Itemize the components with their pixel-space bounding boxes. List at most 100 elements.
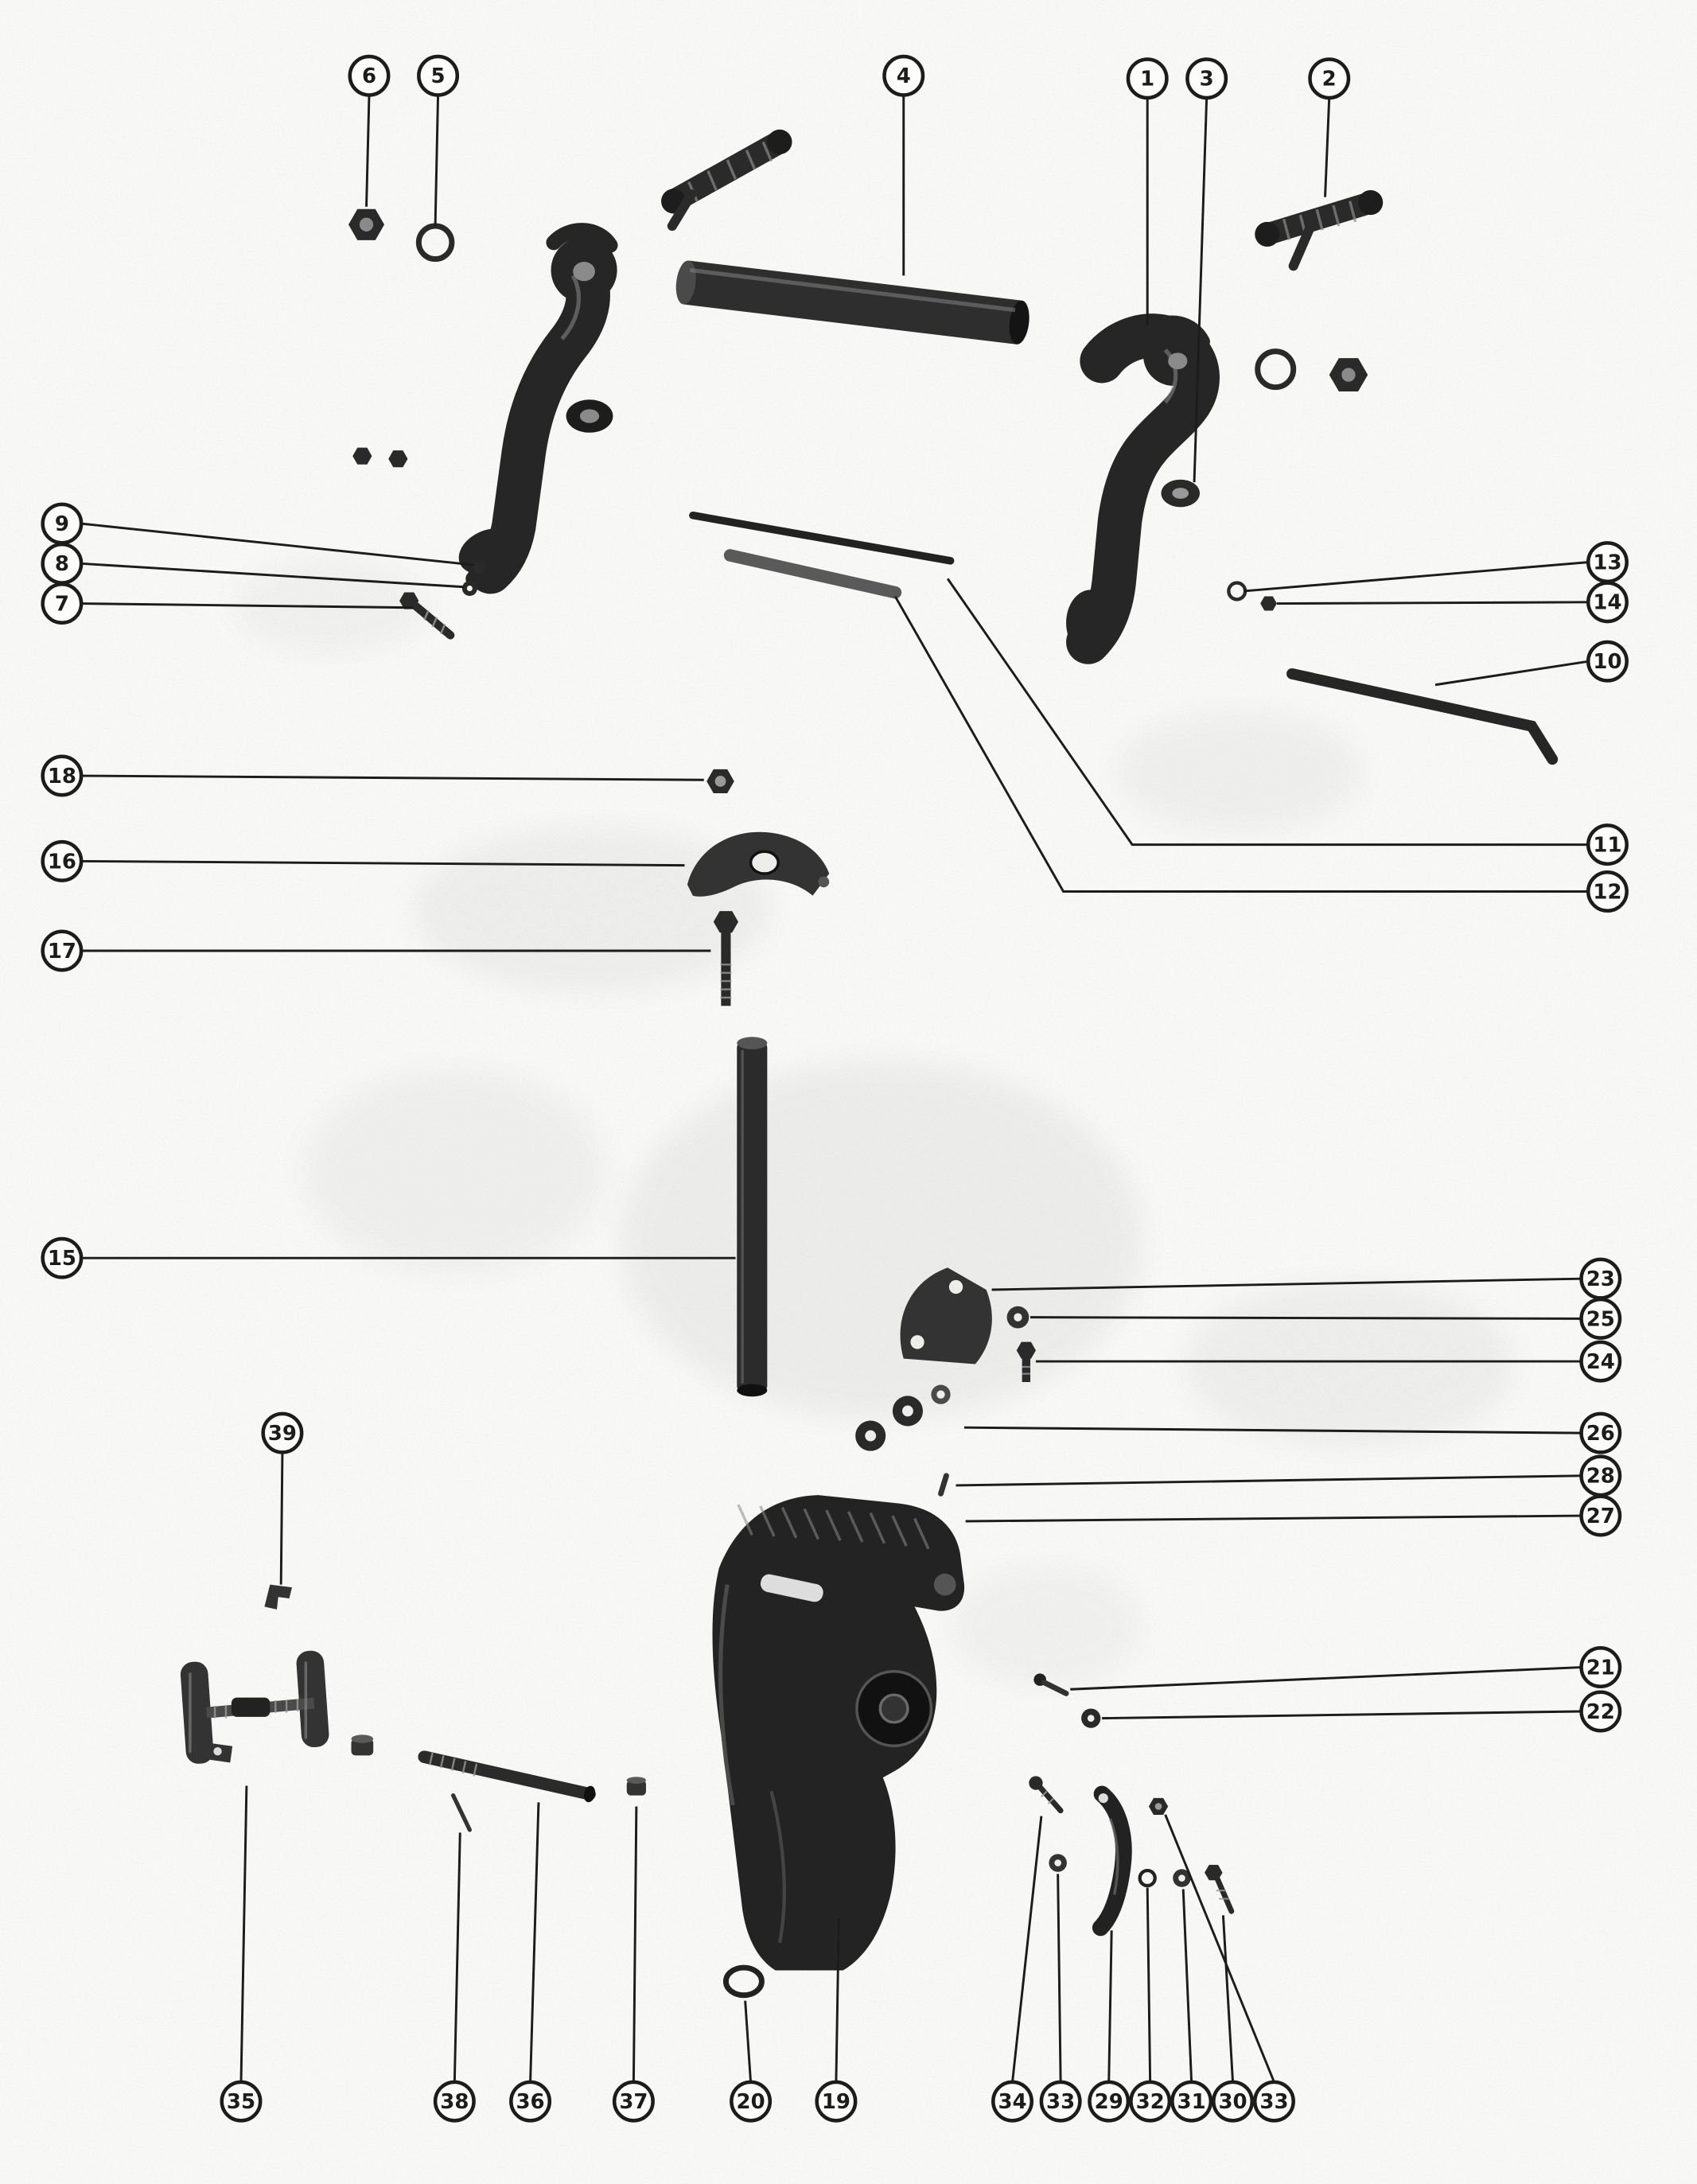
callout-number-23: 23 [1586,1267,1615,1291]
leader-line-8 [81,562,465,589]
hex-nut-left [348,208,385,240]
callout-circle-32 [1129,2080,1172,2123]
bushing-37 [626,1777,646,1796]
leader-line-34 [1011,1816,1043,2083]
nut-18 [706,769,734,794]
callout-18: 18 [41,754,84,797]
callout-number-21: 21 [1586,1656,1615,1680]
o-ring-right [1255,348,1297,391]
leader-line-28 [956,1474,1582,1487]
callout-12: 12 [1586,870,1629,913]
callout-circle-33-left [1039,2080,1082,2123]
callout-number-15: 15 [48,1247,76,1271]
callout-number-6: 6 [362,64,376,88]
callout-number-3: 3 [1200,68,1214,91]
callout-16: 16 [41,839,84,882]
callout-circle-18 [41,754,84,797]
callout-number-36: 36 [516,2090,544,2114]
ball-9 [473,561,486,574]
callout-25: 25 [1579,1297,1622,1340]
callout-27: 27 [1579,1494,1622,1537]
leader-line-36 [529,1802,540,2082]
callout-21: 21 [1579,1646,1622,1689]
leader-line-7 [81,602,414,609]
reverse-lock-rod-10 [1286,668,1559,765]
bolt-17 [713,911,738,1006]
callout-number-34: 34 [998,2090,1026,2114]
small-nuts-left [352,447,408,468]
callout-28: 28 [1579,1454,1622,1497]
leader-line-31 [1181,1889,1193,2082]
callout-circle-2 [1308,57,1351,100]
anchor-plate-23 [900,1267,992,1365]
callout-number-26: 26 [1586,1422,1615,1446]
callout-number-30: 30 [1218,2090,1247,2114]
transom-clamp-35 [180,1650,329,1764]
callout-circle-11 [1586,823,1629,866]
callout-9: 9 [41,502,84,545]
hex-nut-right [1329,358,1368,392]
callout-circle-39 [261,1411,304,1454]
callout-circle-14 [1586,581,1629,624]
callout-11: 11 [1586,823,1629,866]
leader-line-11 [946,578,1589,847]
callout-number-10: 10 [1593,650,1621,674]
callout-number-18: 18 [48,765,76,788]
nut-14 [1260,596,1277,611]
callout-number-29: 29 [1095,2090,1123,2114]
leader-line-12 [894,596,1589,893]
callout-31: 31 [1170,2080,1213,2123]
o-ring-32 [1138,1868,1157,1888]
leader-line-5 [434,95,440,227]
callout-3: 3 [1185,57,1228,100]
callout-5: 5 [417,54,460,97]
callout-circle-17 [41,929,84,972]
callout-6: 6 [348,54,391,97]
leader-line-13 [1244,561,1589,593]
callout-circle-30 [1212,2080,1255,2123]
callout-number-37: 37 [619,2090,648,2114]
callout-circle-10 [1586,640,1629,683]
callout-number-11: 11 [1593,833,1621,857]
callout-8: 8 [41,542,84,585]
callout-circle-6 [348,54,391,97]
callout-circle-24 [1579,1340,1622,1383]
leader-line-38 [453,1832,461,2082]
leader-line-39 [279,1452,284,1585]
callout-36: 36 [509,2080,552,2123]
callout-number-4: 4 [897,64,911,88]
callout-circle-35 [220,2080,263,2123]
callout-number-13: 13 [1593,551,1621,574]
grommets-26 [855,1384,951,1451]
callout-number-20: 20 [737,2090,765,2114]
grommet-22 [1081,1708,1101,1728]
washer-8 [461,580,477,597]
leader-line-26 [963,1426,1582,1435]
callout-22: 22 [1579,1690,1622,1733]
callout-number-9: 9 [55,512,69,536]
leader-line-14 [1276,601,1589,605]
clamp-screw-handle-right [1255,189,1384,271]
leader-line-33-left [1057,1874,1062,2082]
cover-plate-16 [687,831,830,897]
leader-line-19 [835,1917,840,2082]
callout-33-left: 33 [1039,2080,1082,2123]
callout-number-22: 22 [1586,1700,1615,1724]
callout-13: 13 [1586,541,1629,584]
callout-34: 34 [991,2080,1034,2123]
leader-line-2 [1324,97,1331,197]
washer-25 [1006,1306,1029,1329]
callout-circle-9 [41,502,84,545]
lever-29 [1092,1785,1132,1937]
leader-line-25 [1030,1316,1582,1320]
clamp-screw-handle-left [661,129,792,232]
callout-number-35: 35 [227,2090,255,2114]
leader-line-30 [1221,1915,1235,2082]
callout-number-25: 25 [1586,1307,1615,1331]
callout-circle-26 [1579,1411,1622,1454]
callout-circle-5 [417,54,460,97]
callout-35: 35 [220,2080,263,2123]
callout-circle-19 [815,2080,858,2123]
